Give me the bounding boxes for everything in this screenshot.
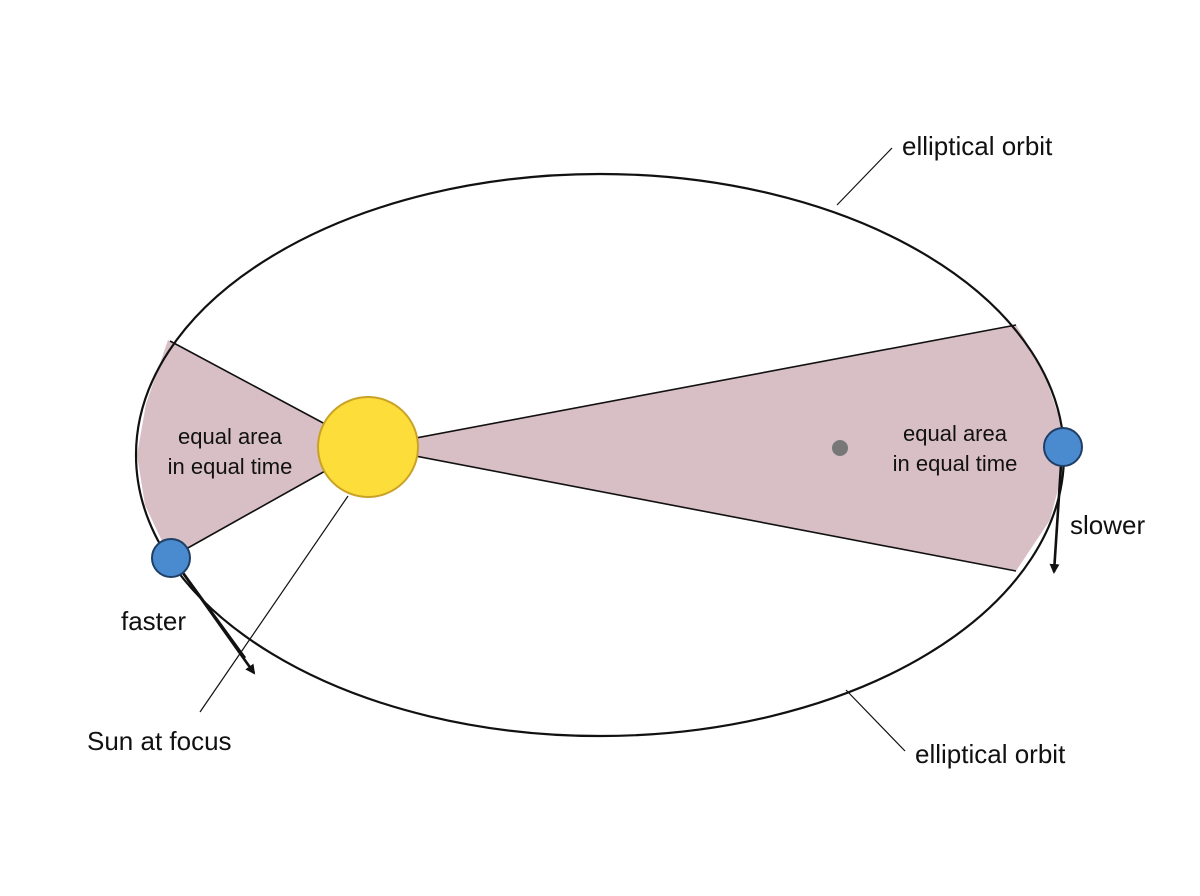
faster-label: faster [121, 606, 186, 636]
right-sector-edge-upper [367, 324, 1017, 448]
left-area-label-line1: equal area [178, 424, 283, 449]
left-area-label-line2: in equal time [168, 454, 293, 479]
orbit-top-leader [836, 147, 893, 206]
slower-label: slower [1070, 510, 1145, 540]
left-area-sector [137, 340, 368, 558]
empty-focus-dot [832, 440, 848, 456]
right-area-label-line1: equal area [903, 421, 1008, 446]
orbit-label-top: elliptical orbit [902, 131, 1053, 161]
sun [317, 396, 419, 498]
orbit-label-bottom: elliptical orbit [915, 739, 1066, 769]
right-area-label-line2: in equal time [893, 451, 1018, 476]
sun-label: Sun at focus [87, 726, 232, 756]
sun-leader [199, 495, 349, 713]
planet-aphelion [1043, 427, 1083, 467]
orbit-bottom-leader [845, 689, 906, 752]
right-sector-edge-lower [367, 446, 1017, 572]
planet-perihelion [151, 538, 191, 578]
faster-arrow-lower [176, 565, 247, 659]
right-area-sector [368, 325, 1063, 571]
slower-arrow [1049, 449, 1064, 574]
